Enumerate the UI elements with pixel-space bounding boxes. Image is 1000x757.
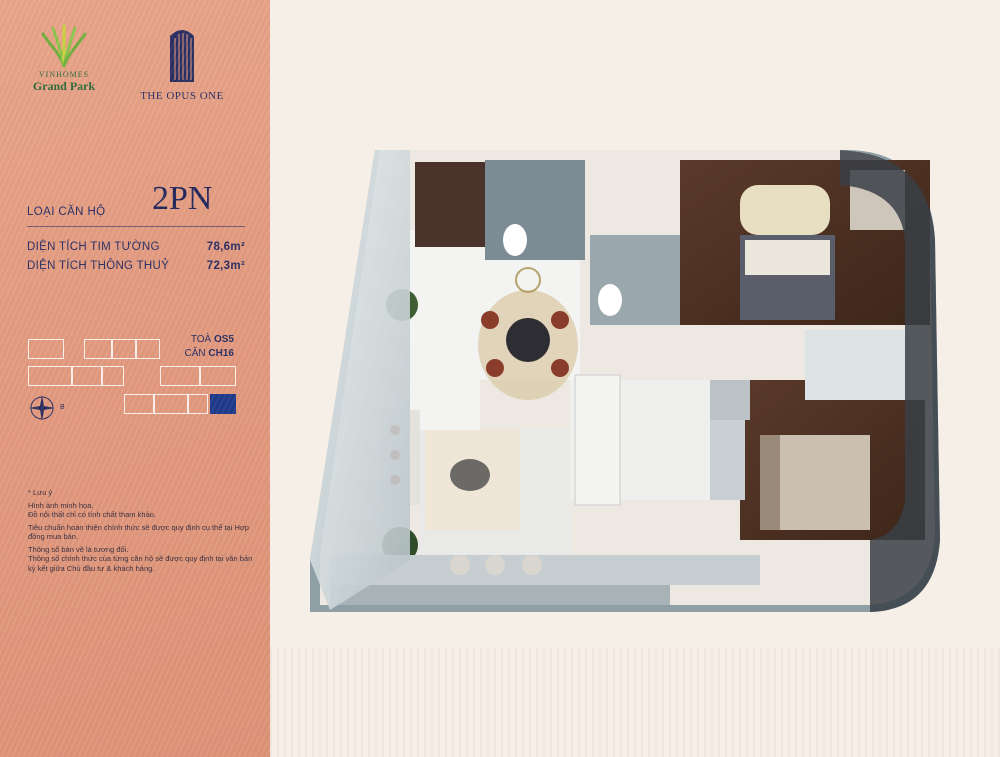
grand-park-text: Grand Park [32, 79, 96, 93]
vinhomes-text: VINHOMES [38, 70, 90, 79]
opus-one-text: THE OPUS ONE [140, 90, 224, 102]
key-plan-unit [102, 366, 124, 386]
tower-code: OS5 [213, 334, 234, 345]
key-plan-unit [124, 394, 154, 414]
note-line: Hình ảnh minh họa. [28, 500, 94, 510]
apt-code: CH16 [208, 348, 234, 359]
vinhomes-logo: VINHOMES Grand Park [24, 24, 104, 94]
opus-one-logo: THE OPUS ONE [132, 24, 232, 102]
key-plan-selected-unit [210, 394, 236, 414]
wall-area-value: 78,6m² [206, 241, 245, 253]
wall-area-label: DIỆN TÍCH TIM TƯỜNG [27, 241, 160, 253]
vinhomes-leaf-icon [41, 24, 87, 68]
key-plan [22, 336, 242, 426]
note-line: Tiêu chuẩn hoàn thiện chính thức sẽ được… [28, 522, 249, 542]
unit-type-label: LOẠI CĂN HỘ [27, 206, 106, 218]
compass-label: B [60, 404, 65, 411]
key-plan-unit [72, 366, 102, 386]
note-line: Đồ nội thất chỉ có tính chất tham khảo. [28, 510, 156, 519]
key-plan-unit [84, 339, 112, 359]
opus-building-icon [170, 30, 194, 82]
wall-area-row: DIỆN TÍCH TIM TƯỜNG 78,6m² [27, 241, 245, 253]
tower-prefix: TOÀ [190, 334, 212, 345]
info-sidebar: VINHOMES Grand Park THE OPUS ONE 2PN LOẠ… [0, 0, 270, 757]
key-plan-unit [188, 394, 208, 414]
note-line: Thông số chính thức của từng căn hộ sẽ đ… [28, 554, 253, 573]
key-plan-unit [154, 394, 188, 414]
clear-area-row: DIỆN TÍCH THÔNG THUỶ 72,3m² [27, 260, 245, 272]
key-plan-unit [28, 366, 72, 386]
floorplan-render [270, 0, 1000, 757]
key-plan-unit [112, 339, 136, 359]
key-plan-unit [136, 339, 160, 359]
floorplan-3d-image [310, 150, 940, 612]
note-line: Thông số bàn vẽ là tương đối. [28, 544, 129, 554]
key-plan-unit [200, 366, 236, 386]
compass-icon [29, 395, 55, 421]
clear-area-value: 72,3m² [206, 260, 245, 272]
apt-prefix: CĂN [184, 348, 206, 359]
clear-area-label: DIỆN TÍCH THÔNG THUỶ [27, 260, 170, 272]
divider [27, 226, 245, 227]
tower-info: TOÀ OS5 CĂN CH16 [178, 333, 234, 361]
unit-type-value: 2PN [152, 180, 213, 217]
key-plan-unit [28, 339, 64, 359]
notes: * Lưu ý Hình ảnh minh họa. Đồ nội thất c… [28, 488, 253, 576]
notes-title: * Lưu ý [28, 488, 53, 497]
key-plan-unit [160, 366, 200, 386]
